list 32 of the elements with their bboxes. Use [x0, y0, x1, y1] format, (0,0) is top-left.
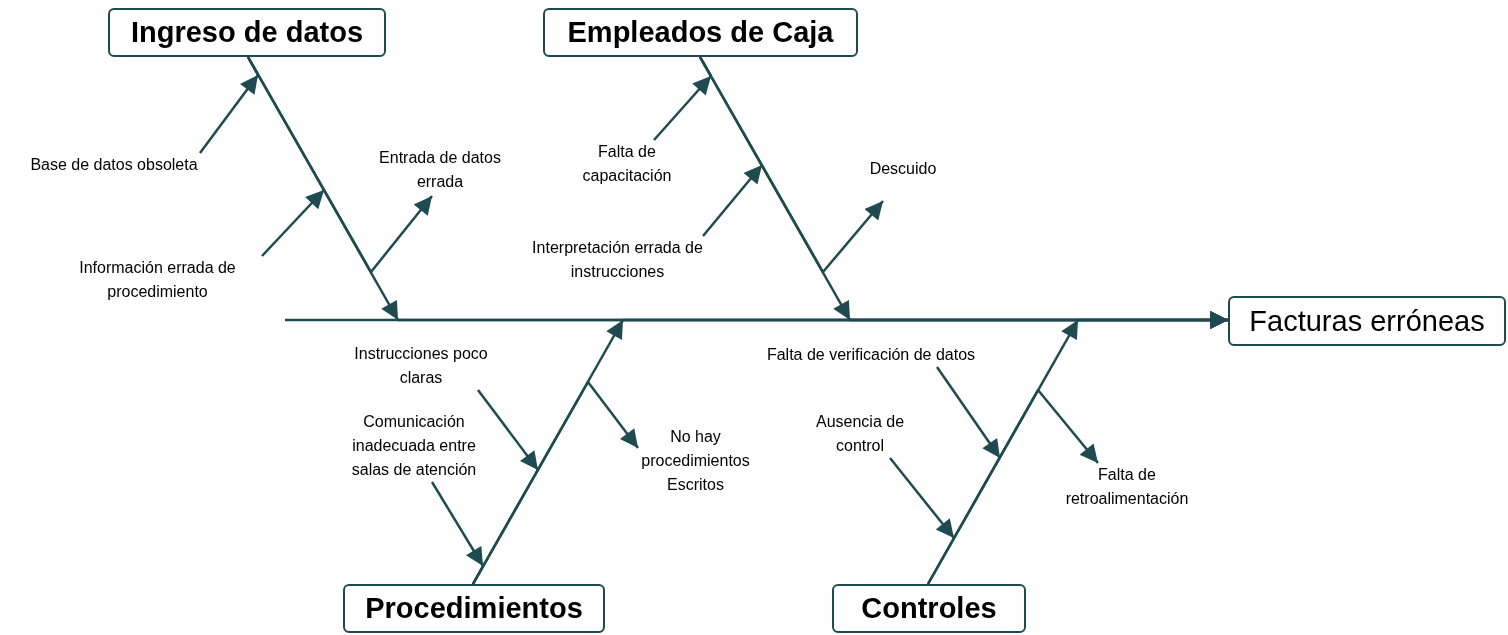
cause-label: Falta de verificación de datos [742, 343, 1000, 367]
cause-label: Falta de capacitación [572, 140, 682, 188]
arrow [285, 311, 1228, 329]
cause-label: Base de datos obsoleta [10, 153, 218, 177]
cause-label: Información errada de procedimiento [50, 256, 265, 304]
arrow [477, 389, 539, 471]
cause-label: No hay procedimientos Escritos [638, 425, 753, 497]
effect-box [1228, 296, 1506, 346]
category-title: Ingreso de datos [130, 16, 363, 49]
category-box [543, 8, 858, 57]
category-title: Empleados de Caja [567, 16, 834, 49]
effect-title: Facturas erróneas [1249, 304, 1485, 338]
arrow [935, 366, 1002, 459]
category-box [108, 8, 386, 57]
category-box [343, 584, 605, 633]
cause-label: Interpretación errada de instrucciones [505, 236, 730, 284]
category-title: Controles [861, 592, 997, 625]
cause-label: Falta de retroalimentación [1043, 463, 1211, 511]
arrow [246, 56, 433, 273]
arrow [889, 457, 955, 539]
arrow [702, 164, 763, 237]
arrow [471, 381, 639, 585]
category-title: Procedimientos [365, 592, 583, 625]
cause-label: Instrucciones poco claras [336, 342, 506, 390]
cause-label: Descuido [858, 157, 948, 201]
category-box [832, 584, 1026, 633]
arrow [261, 189, 325, 257]
cause-label: Entrada de datos errada [360, 146, 520, 196]
arrow [926, 389, 1099, 585]
arrow [698, 56, 884, 273]
cause-label: Comunicación inadecuada entre salas de atención [333, 410, 495, 482]
cause-label: Ausencia de control [808, 410, 912, 458]
